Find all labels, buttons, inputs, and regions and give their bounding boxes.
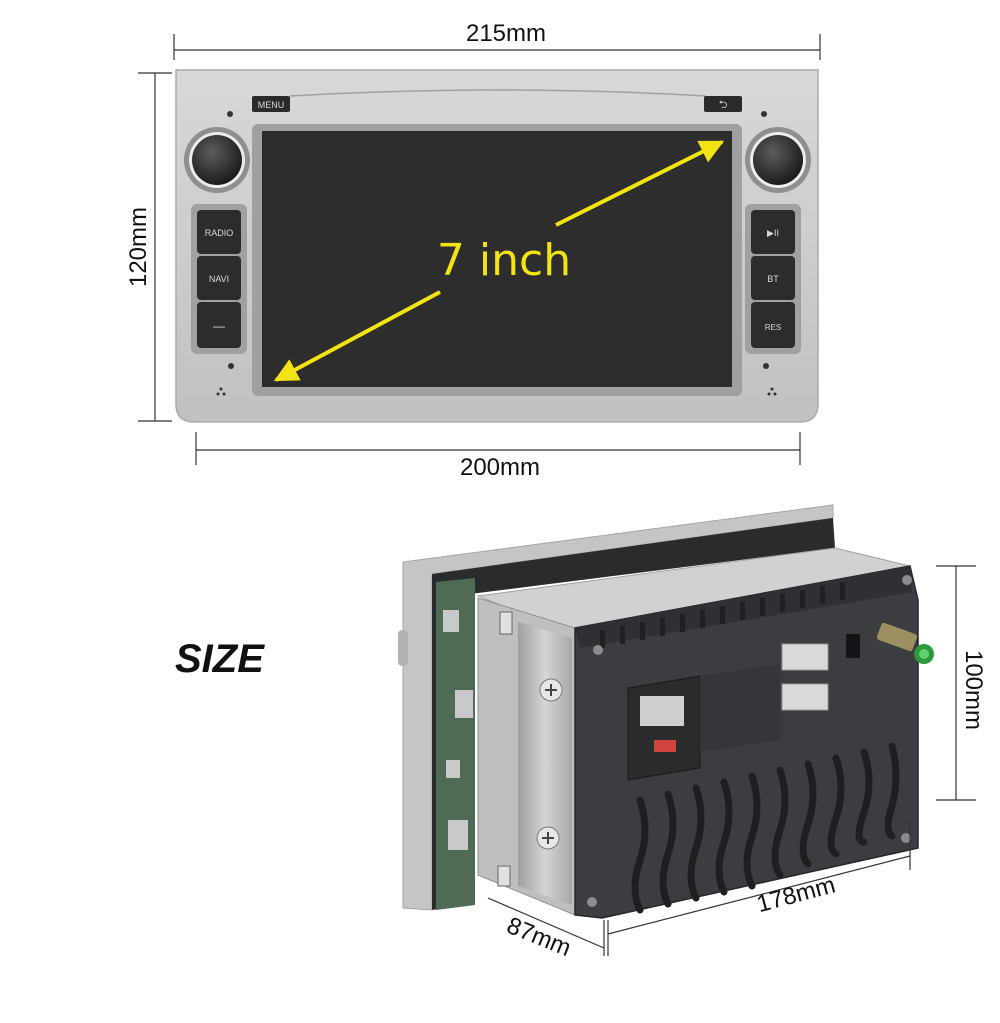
bt-button[interactable] bbox=[751, 256, 795, 300]
side-view: SIZE bbox=[175, 504, 987, 962]
reset-hole-icon bbox=[763, 363, 769, 369]
inner-width-dimension: 200mm bbox=[195, 432, 801, 481]
board-components bbox=[443, 610, 473, 850]
screw-icon bbox=[539, 678, 563, 702]
res-button[interactable] bbox=[751, 302, 795, 348]
width-label: 215mm bbox=[466, 20, 546, 47]
white-connectors bbox=[781, 643, 829, 711]
front-view: 215mm 120mm 200mm MENU ⮌ bbox=[125, 20, 821, 481]
usb-port bbox=[846, 634, 860, 658]
size-title: SIZE bbox=[175, 637, 265, 681]
speaker-dots-icon bbox=[216, 387, 777, 396]
disc-slot bbox=[289, 89, 707, 97]
screen-size-label: 7 inch bbox=[437, 235, 571, 286]
inner-width-label: 200mm bbox=[460, 454, 540, 481]
arrow-double-icon bbox=[273, 290, 441, 382]
bracket-clip bbox=[497, 865, 511, 887]
iso-connector-block bbox=[627, 675, 701, 781]
connector-housing bbox=[700, 664, 780, 752]
navi-button-label: NAVI bbox=[209, 274, 229, 284]
rear-height-dimension: 100mm bbox=[936, 565, 987, 801]
arrow-double-icon bbox=[555, 140, 725, 227]
radio-button[interactable] bbox=[197, 210, 241, 254]
height-dimension: 120mm bbox=[125, 72, 172, 422]
screw-icon bbox=[536, 826, 560, 850]
res-button-label: RES bbox=[765, 323, 781, 332]
fuse-icon bbox=[654, 740, 676, 752]
panel-clip bbox=[398, 630, 408, 666]
play-pause-button[interactable] bbox=[751, 210, 795, 254]
left-knob-icon[interactable] bbox=[184, 127, 250, 193]
reset-hole-icon bbox=[228, 363, 234, 369]
screw-icon bbox=[587, 575, 912, 907]
menu-button-label: MENU bbox=[258, 100, 285, 110]
width-dimension: 215mm bbox=[173, 20, 821, 60]
radio-button-label: RADIO bbox=[205, 228, 234, 238]
mic-hole-icon bbox=[761, 111, 767, 117]
heatsink-fins bbox=[631, 742, 900, 914]
height-label: 120mm bbox=[125, 207, 152, 287]
menu-button[interactable] bbox=[252, 96, 290, 112]
bt-button-label: BT bbox=[767, 274, 779, 284]
antenna-connector-icon bbox=[876, 622, 934, 664]
navi-button[interactable] bbox=[197, 256, 241, 300]
play-pause-icon: ▶II bbox=[767, 228, 779, 238]
back-button[interactable] bbox=[704, 96, 742, 112]
back-icon: ⮌ bbox=[719, 99, 728, 111]
connector-pins bbox=[640, 696, 684, 726]
dash-button[interactable] bbox=[197, 302, 241, 348]
vent-slots bbox=[600, 582, 845, 648]
right-knob-icon[interactable] bbox=[745, 127, 811, 193]
mic-hole-icon bbox=[227, 111, 233, 117]
rear-height-label: 100mm bbox=[960, 650, 987, 730]
bracket-plate bbox=[518, 622, 572, 905]
bracket-clip bbox=[499, 611, 513, 635]
dash-button-label: — bbox=[213, 319, 225, 333]
